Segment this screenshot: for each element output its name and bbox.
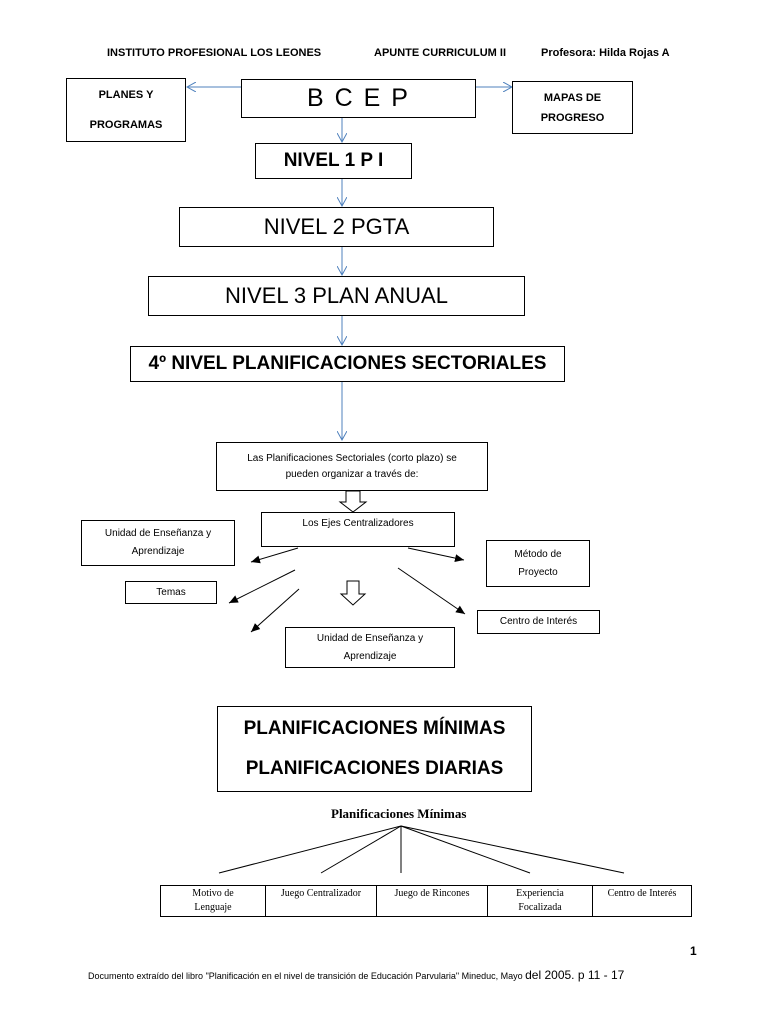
arrow-ejes-to-unidad-bottom [250, 588, 300, 633]
arrow-ejes-to-unidad-left [250, 547, 299, 564]
minimas-cell-line2: Focalizada [518, 902, 562, 913]
footer-source: Documento extraído del libro "Planificac… [88, 968, 728, 982]
planes-line2: PROGRAMAS [89, 119, 163, 131]
minimas-diarias-box: PLANIFICACIONES MÍNIMAS PLANIFICACIONES … [217, 706, 532, 792]
footer-source-year: del 2005. p 11 - 17 [525, 968, 625, 982]
mapas-line2: PROGRESO [540, 111, 605, 124]
centro-label: Centro de Interés [499, 616, 578, 627]
minimas-cell-line1: Motivo de [192, 888, 234, 899]
nivel4-label: 4º NIVEL PLANIFICACIONES SECTORIALES [148, 353, 547, 374]
temas-label: Temas [156, 586, 186, 598]
unidad-left-line1: Unidad de Enseñanza y [104, 528, 212, 539]
minimas-cell-line1: Experiencia [516, 888, 564, 899]
minimas-label: PLANIFICACIONES MÍNIMAS [243, 718, 506, 739]
unidad-bottom-box: Unidad de Enseñanza y Aprendizaje [285, 627, 455, 668]
metodo-line1: Método de [514, 548, 562, 560]
metodo-box: Método de Proyecto [486, 540, 590, 587]
minimas-cell-line1: Juego Centralizador [280, 888, 362, 899]
minimas-table: Motivo de Lenguaje Juego Centralizador J… [160, 885, 692, 917]
diarias-label: PLANIFICACIONES DIARIAS [245, 758, 504, 779]
hollow-arrow-center [339, 580, 367, 606]
header-institute: INSTITUTO PROFESIONAL LOS LEONES [107, 47, 322, 59]
minimas-cell-line2: Lenguaje [194, 902, 232, 913]
bcep-box: B C E P [241, 79, 476, 118]
centro-box: Centro de Interés [477, 610, 600, 634]
header-teacher: Profesora: Hilda Rojas A [541, 47, 670, 59]
nivel4-box: 4º NIVEL PLANIFICACIONES SECTORIALES [130, 346, 565, 382]
minimas-cell: Experiencia Focalizada [488, 886, 593, 916]
minimas-cell-line1: Centro de Interés [607, 888, 677, 899]
unidad-left-box: Unidad de Enseñanza y Aprendizaje [81, 520, 235, 566]
unidad-bottom-line2: Aprendizaje [343, 650, 397, 662]
tree-title: Planificaciones Mínimas [331, 806, 467, 821]
arrow-ejes-to-metodo [407, 547, 465, 563]
arrow-ejes-to-centro [397, 567, 466, 615]
metodo-line2: Proyecto [518, 566, 558, 578]
planes-line1: PLANES Y [98, 89, 154, 101]
mapas-line1: MAPAS DE [543, 91, 602, 104]
hollow-arrow-intro-to-ejes [338, 490, 368, 513]
sectoriales-intro-line2: pueden organizar a través de: [285, 468, 419, 480]
minimas-cell: Juego Centralizador [266, 886, 377, 916]
header-course: APUNTE CURRICULUM II [374, 47, 506, 59]
temas-box: Temas [125, 581, 217, 604]
unidad-bottom-line1: Unidad de Enseñanza y [316, 632, 424, 644]
mapas-box: MAPAS DE PROGRESO [512, 81, 633, 134]
arrow-ejes-to-temas [228, 569, 296, 604]
tree-line-5 [400, 825, 625, 874]
footer-source-text: Documento extraído del libro "Planificac… [88, 971, 526, 981]
page-number: 1 [690, 944, 697, 958]
unidad-left-line2: Aprendizaje [131, 546, 185, 557]
nivel3-label: NIVEL 3 PLAN ANUAL [225, 283, 448, 308]
minimas-cell: Juego de Rincones [377, 886, 488, 916]
nivel2-label: NIVEL 2 PGTA [263, 214, 410, 239]
tree-line-1 [218, 825, 402, 874]
ejes-box: Los Ejes Centralizadores [261, 512, 455, 547]
bcep-label: B C E P [307, 84, 410, 112]
tree-line-4 [400, 825, 531, 874]
tree-line-2 [320, 825, 402, 874]
minimas-cell-line1: Juego de Rincones [394, 888, 470, 899]
nivel2-box: NIVEL 2 PGTA [179, 207, 494, 247]
minimas-cell: Motivo de Lenguaje [161, 886, 266, 916]
minimas-cell: Centro de Interés [593, 886, 691, 916]
sectoriales-intro-box: Las Planificaciones Sectoriales (corto p… [216, 442, 488, 491]
sectoriales-intro-line1: Las Planificaciones Sectoriales (corto p… [247, 452, 457, 464]
nivel3-box: NIVEL 3 PLAN ANUAL [148, 276, 525, 316]
nivel1-label: NIVEL 1 P I [283, 150, 384, 171]
nivel1-box: NIVEL 1 P I [255, 143, 412, 179]
planes-box: PLANES Y PROGRAMAS [66, 78, 186, 142]
ejes-label: Los Ejes Centralizadores [302, 518, 414, 529]
